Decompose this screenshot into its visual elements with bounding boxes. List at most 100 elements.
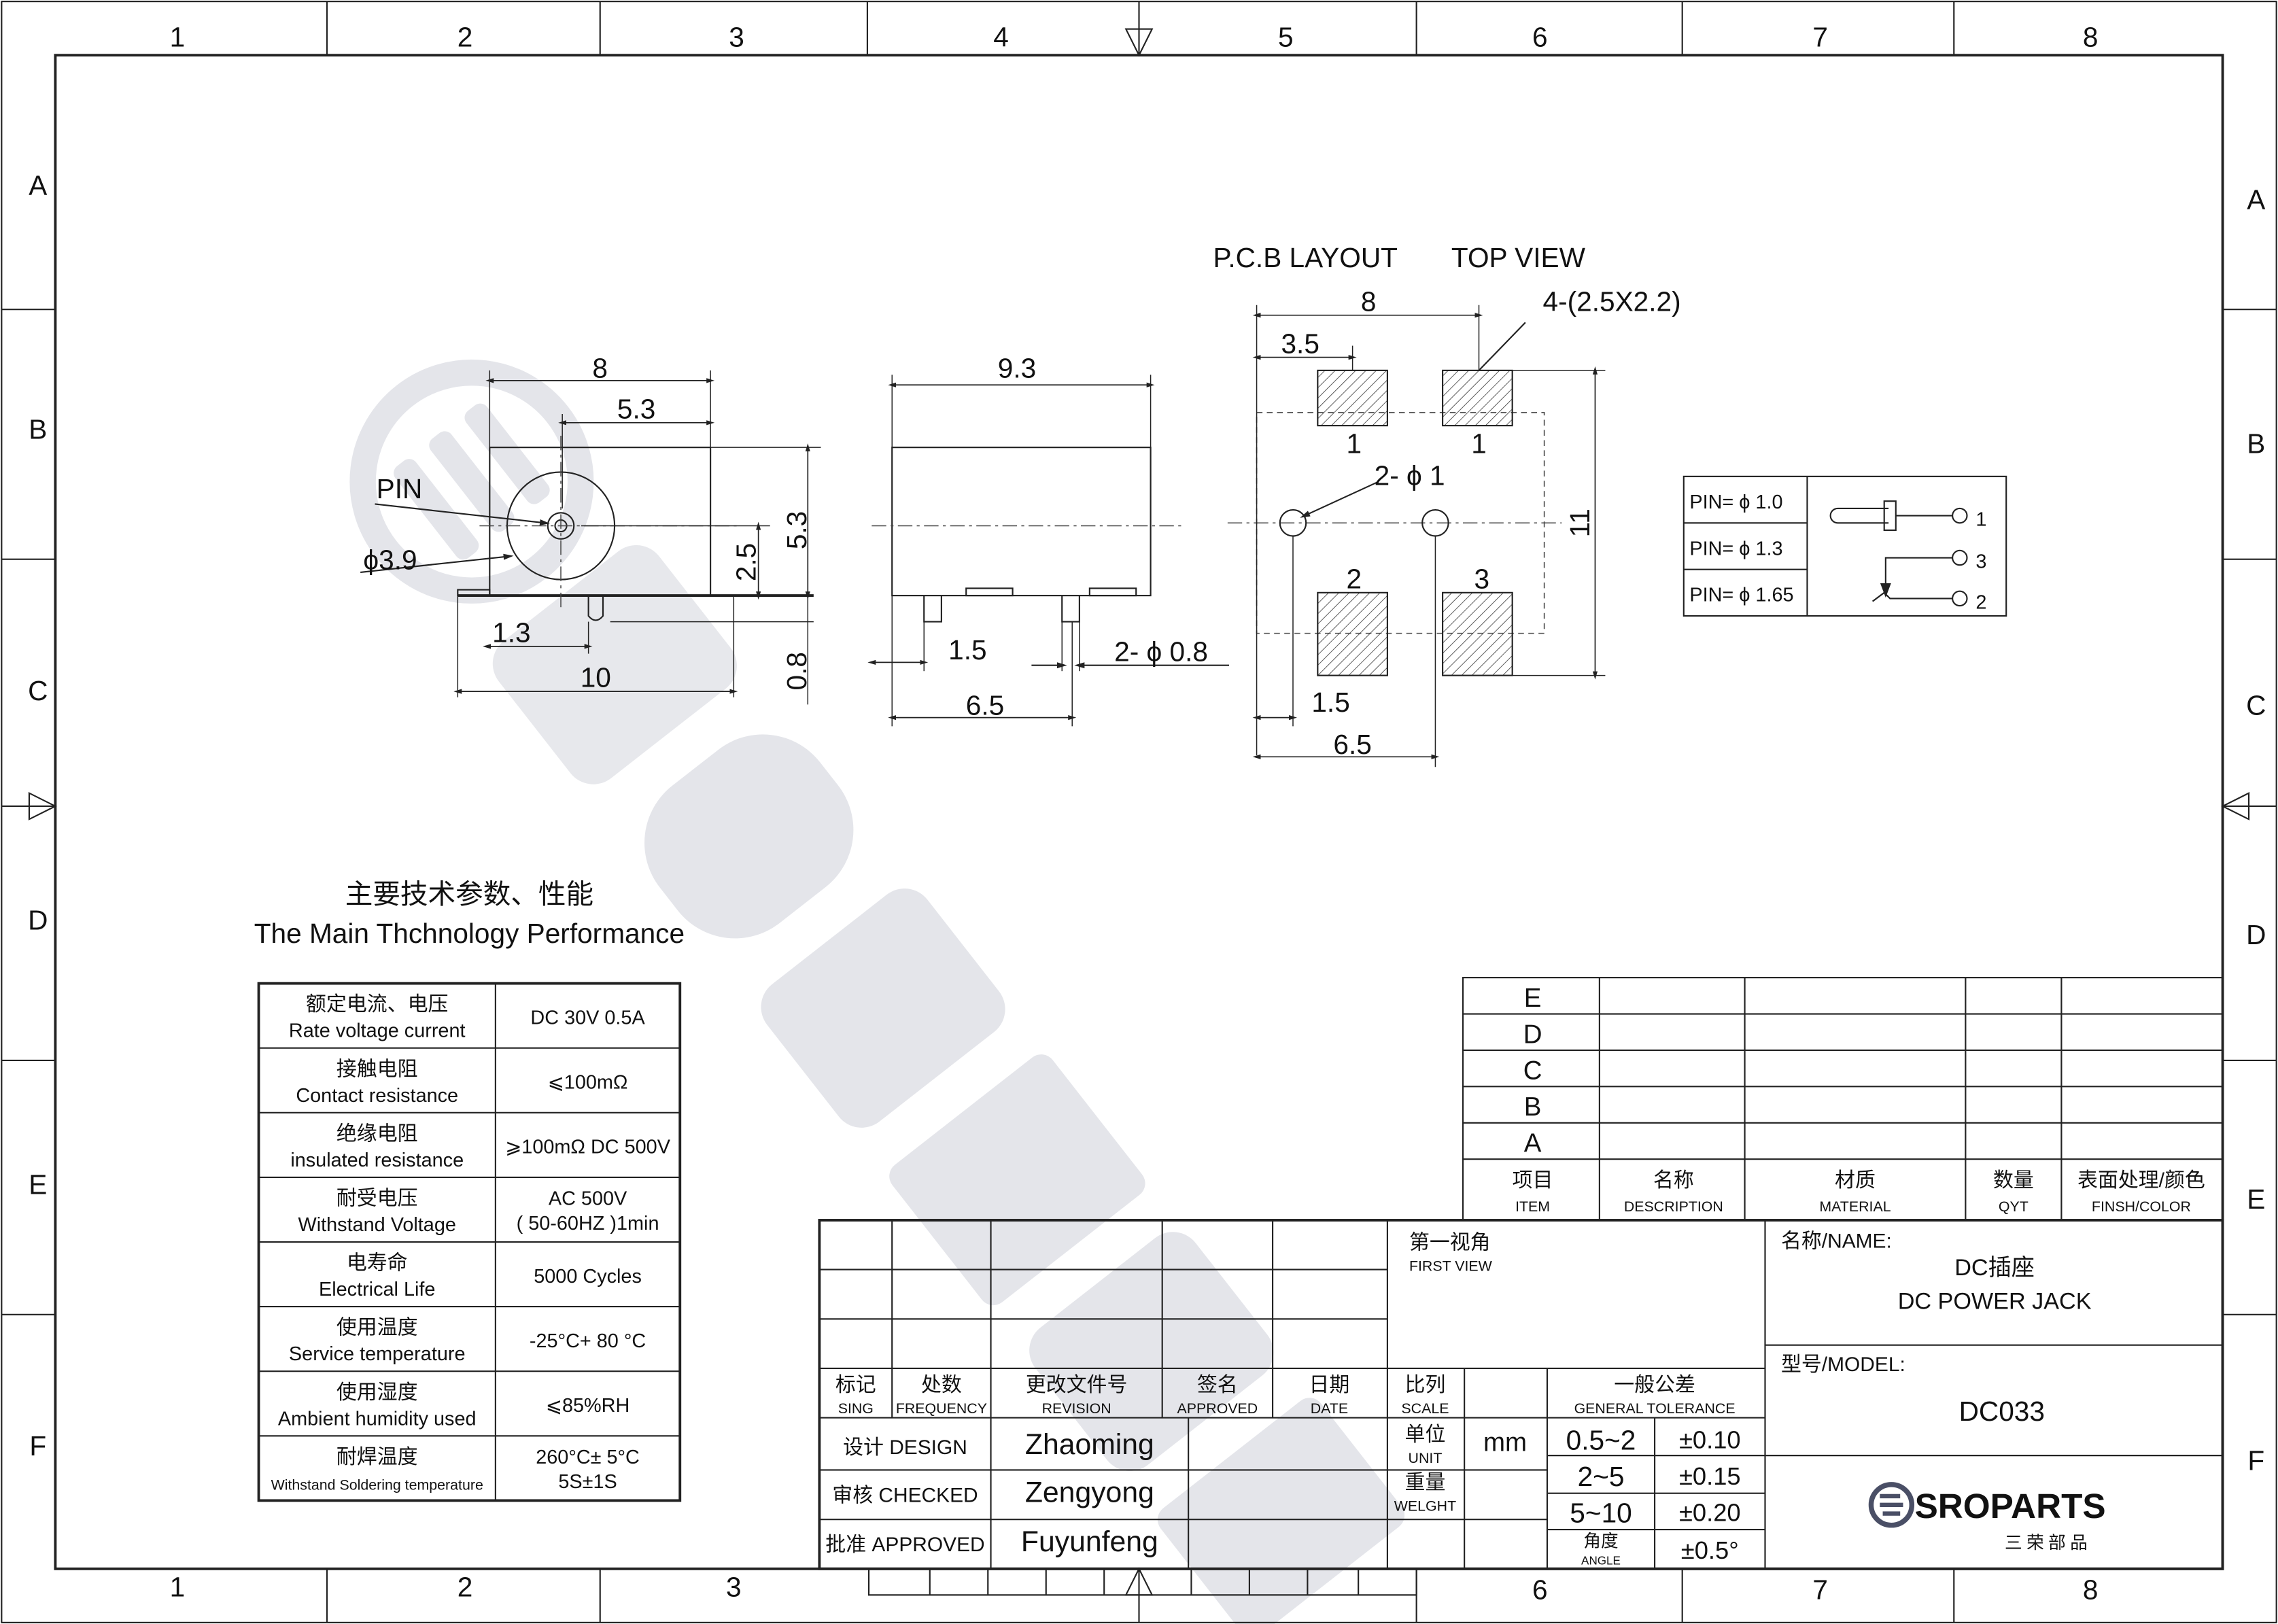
zone-row-c-right: C [2246,689,2266,721]
jack-schematic-icon [1829,500,1968,607]
dim-side-width: 8 [592,353,608,384]
dim-side-inner-height: 2.5 [730,543,761,581]
approver-name: Fuyunfeng [1021,1525,1158,1558]
spec-name-en: Rate voltage current [289,1020,466,1042]
header-material-en: MATERIAL [1819,1198,1891,1215]
zone-row-f: F [29,1430,46,1462]
spec-name-cn: 使用温度 [336,1317,418,1339]
product-name-en: DC POWER JACK [1898,1288,2092,1314]
zone-row-a: A [29,169,47,201]
performance-title-cn: 主要技术参数、性能 [345,878,593,910]
zone-row-d-right: D [2246,919,2266,950]
terminal-label: 2 [1975,591,1986,613]
spec-name-cn: 使用湿度 [336,1381,418,1404]
header-description-en: DESCRIPTION [1624,1198,1723,1215]
col-frequency-cn: 处数 [921,1374,962,1396]
dim-pcb-pad-offset: 3.5 [1281,328,1319,359]
side-view: 8 5.3 2.5 5.3 0.8 1.3 10 PIN ϕ3.9 [360,353,821,705]
zone-col-8: 8 [2083,21,2099,52]
zone-col-1: 1 [170,21,186,52]
dim-side-diameter: ϕ3.9 [363,545,417,576]
zone-col-1-bottom: 1 [170,1571,186,1602]
spec-value: ⩽100mΩ [548,1072,628,1094]
dim-side-pin-offset: 1.3 [492,617,530,648]
tolerance-value: ±0.10 [1679,1426,1741,1453]
angle-en: ANGLE [1581,1554,1621,1567]
unit-en: UNIT [1409,1450,1443,1466]
terminal-label: 3 [1975,551,1986,573]
angle-cn: 角度 [1583,1532,1618,1551]
pin-row: PIN= ϕ 1.3 [1689,538,1782,559]
zone-col-3: 3 [729,21,744,52]
pcb-pad [1317,591,1388,676]
checker-name: Zengyong [1025,1476,1154,1509]
col-approved-en: APPROVED [1177,1400,1258,1417]
col-sing-cn: 标记 [835,1374,876,1396]
spec-name-en: Ambient humidity used [278,1408,477,1430]
dim-side-bottom: 0.8 [781,652,812,690]
tolerance-range: 5~10 [1570,1497,1632,1528]
spec-value: 5000 Cycles [534,1266,642,1288]
first-view-cn: 第一视角 [1409,1232,1491,1254]
name-label: 名称/NAME: [1781,1230,1892,1253]
design-role: 设计 DESIGN [843,1436,967,1459]
zone-row-a-right: A [2247,184,2265,215]
zone-col-7-bottom: 7 [1812,1574,1828,1606]
unit-value: mm [1483,1428,1527,1457]
model-label: 型号/MODEL: [1781,1353,1905,1376]
col-frequency-en: FREQUENCY [896,1400,987,1417]
col-approved-cn: 签名 [1197,1374,1238,1396]
designer-name: Zhaoming [1025,1428,1154,1461]
header-qty-cn: 数量 [1993,1169,2034,1192]
revision-row-label: B [1524,1092,1542,1122]
weight-cn: 重量 [1405,1471,1446,1493]
watermark-graphic [349,359,1405,1624]
pcb-pad [1442,369,1513,427]
spec-name-en: Electrical Life [319,1279,435,1300]
company-logo: SROPARTS 三荣部品 [1868,1482,2106,1553]
zone-col-8-bottom: 8 [2083,1574,2099,1606]
spec-name-cn: 绝缘电阻 [336,1122,418,1145]
header-item-cn: 项目 [1513,1169,1553,1192]
dim-front-pin-offset: 1.5 [948,634,986,666]
pin-row: PIN= ϕ 1.65 [1689,585,1793,606]
unit-cn: 单位 [1405,1423,1446,1446]
product-name-cn: DC插座 [1954,1255,2035,1281]
zone-col-4: 4 [993,21,1009,52]
spec-name-cn: 耐受电压 [336,1188,418,1210]
col-date-cn: 日期 [1309,1374,1350,1396]
pad-label: 2 [1346,563,1362,594]
spec-value: ⩾100mΩ DC 500V [505,1137,671,1158]
header-finish-cn: 表面处理/颜色 [2077,1169,2205,1192]
revision-row-label: C [1523,1056,1542,1086]
pad-label: 1 [1471,428,1487,460]
zone-row-e-right: E [2247,1184,2265,1215]
header-material-cn: 材质 [1835,1169,1876,1192]
header-item-en: ITEM [1515,1198,1550,1215]
zone-row-f-right: F [2247,1445,2264,1476]
spec-value: ⩽85%RH [546,1395,630,1417]
spec-name-cn: 耐焊温度 [336,1446,418,1468]
dim-pcb-holes: 2- ϕ 1 [1375,460,1445,491]
zone-col-6: 6 [1532,21,1548,52]
pcb-title: P.C.B LAYOUT [1213,242,1397,273]
spec-value: DC 30V 0.5A [530,1007,645,1029]
zone-col-2: 2 [458,21,473,52]
tolerance-en: GENERAL TOLERANCE [1574,1400,1736,1417]
tolerance-value: ±0.15 [1679,1462,1741,1490]
zone-col-2-bottom: 2 [458,1571,473,1602]
approved-role: 批准 APPROVED [825,1534,984,1556]
logo-cn: 三荣部品 [2005,1533,2092,1553]
zone-col-6-bottom: 6 [1532,1574,1548,1606]
first-view-en: FIRST VIEW [1409,1258,1493,1275]
dim-side-height: 5.3 [781,511,812,549]
pcb-pad [1317,369,1388,427]
pin-label: PIN [377,473,423,504]
pad-label: 1 [1346,428,1362,460]
front-view: 9.3 1.5 6.5 2- ϕ 0.8 [867,353,1229,727]
zone-row-c: C [28,675,48,706]
col-sing-en: SING [838,1400,874,1417]
dim-pcb-hole-offset: 1.5 [1311,687,1349,718]
